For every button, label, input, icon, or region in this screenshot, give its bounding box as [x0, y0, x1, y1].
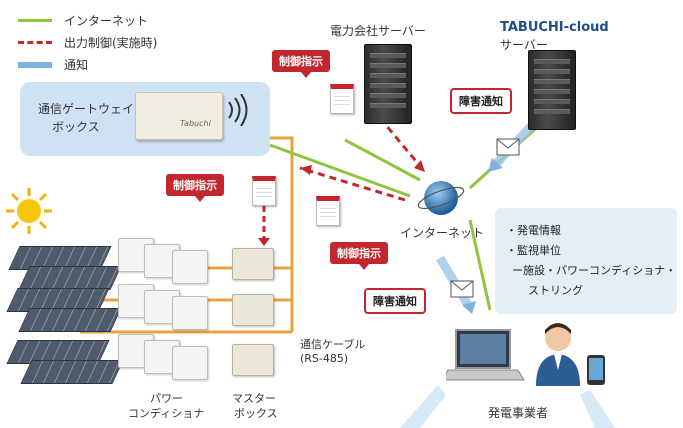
beam-right [580, 390, 615, 428]
legend-internet: インターネット [18, 12, 148, 29]
legend-green-line [18, 19, 52, 22]
info-item-2: ・監視単位 [506, 244, 561, 257]
control-master-arrowhead [258, 238, 270, 246]
master-label-line2: ボックス [234, 407, 278, 420]
calendar-icon-left [252, 176, 276, 206]
pcs-label-line2: コンディショナ [128, 407, 205, 420]
control-server-arrowhead [414, 160, 425, 172]
legend-blue-line [18, 61, 52, 68]
solar-panel [20, 360, 124, 384]
legend-notify-label: 通知 [64, 58, 89, 72]
beam-left [400, 385, 446, 428]
control-gateway-arrowhead [300, 165, 312, 175]
calendar-icon-top [330, 84, 354, 114]
solar-panel [18, 266, 122, 290]
laptop-icon [446, 329, 525, 381]
power-server-label: 電力会社サーバー [330, 24, 426, 38]
power-server-internet-line [344, 138, 421, 182]
internet-label: インターネット [400, 226, 485, 240]
control-tag-top: 制御指示 [272, 50, 330, 78]
failure-tag-bottom: 障害通知 [364, 288, 426, 314]
legend-control: 出力制御(実施時) [18, 34, 157, 51]
cable-label-line1: 通信ケーブル [300, 338, 366, 351]
notify-bottom-arrowhead [462, 301, 476, 314]
calendar-icon-mid [316, 196, 340, 226]
gateway-internet-line [269, 143, 411, 198]
internet-operator-line [468, 219, 492, 311]
notify-top-arrowhead [488, 158, 503, 172]
gateway-label-line2: ボックス [52, 120, 100, 134]
master-label-line1: マスター [232, 392, 276, 405]
gateway-label-line1: 通信ゲートウェイ [38, 102, 135, 116]
gateway-logo: Tabuchi [180, 119, 211, 128]
power-server-icon [364, 44, 412, 124]
legend-red-dash [18, 41, 52, 44]
mail-icon-bottom [450, 280, 474, 298]
master-box [232, 344, 274, 376]
sun-icon [6, 188, 52, 234]
mail-icon-top [496, 138, 520, 156]
tabuchi-server-icon [528, 50, 576, 130]
failure-tag-top: 障害通知 [450, 88, 512, 114]
tabuchi-brand: TABUCHI-cloud [500, 20, 609, 35]
legend-notify: 通知 [18, 56, 88, 73]
gateway-device: Tabuchi [135, 92, 223, 140]
legend-control-label: 出力制御(実施時) [64, 36, 158, 50]
internet-globe-icon [417, 181, 465, 215]
person-icon [536, 323, 580, 386]
control-gateway-arrow [299, 166, 406, 202]
info-item-1: ・発電情報 [506, 224, 561, 237]
power-conditioner [172, 250, 208, 284]
operator-label: 発電事業者 [488, 406, 549, 420]
master-box [232, 248, 274, 280]
master-box [232, 294, 274, 326]
solar-panel [18, 308, 122, 332]
tabuchi-server-label: サーバー [500, 38, 548, 52]
control-tag-left: 制御指示 [166, 174, 224, 202]
power-conditioner [172, 346, 208, 380]
info-box [495, 208, 677, 314]
power-conditioner [172, 296, 208, 330]
control-tag-mid: 制御指示 [330, 242, 388, 270]
wireless-signal-icon [228, 94, 248, 126]
legend-internet-label: インターネット [64, 14, 149, 28]
pcs-label-line1: パワー [150, 392, 183, 405]
cable-label-line2: (RS-485) [300, 352, 349, 365]
smartphone-icon [587, 355, 605, 385]
info-item-3: ー施設・パワーコンディショナ・ [512, 264, 677, 277]
info-item-4: ストリング [528, 284, 583, 297]
gateway-label: 通信ゲートウェイ ボックス [38, 100, 134, 136]
